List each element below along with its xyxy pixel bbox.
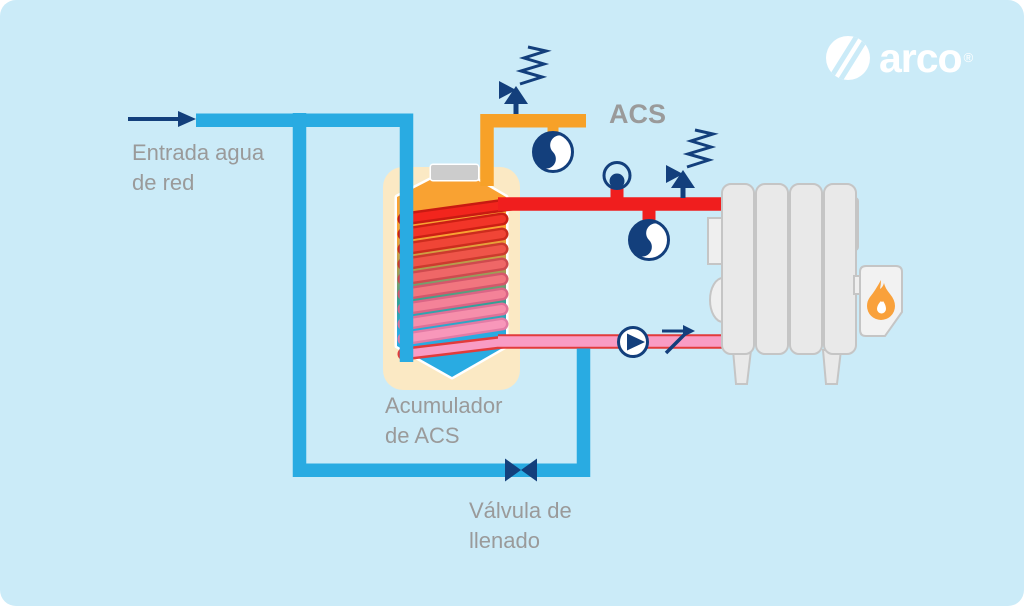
hot-flow-pipe: [498, 186, 726, 224]
boiler: [707, 183, 903, 385]
boiler-leg: [731, 349, 753, 385]
safety-valve-icon: [499, 45, 552, 114]
boiler-side-panel: [707, 217, 723, 265]
water-inlet-label: Entrada agua de red: [132, 138, 264, 198]
boiler-section: [755, 183, 789, 355]
filling-valve-label-line1: Válvula de: [469, 498, 572, 523]
pump-stub: [642, 204, 656, 224]
accumulator-label: Acumulador de ACS: [385, 391, 502, 451]
registered-mark: ®: [963, 50, 974, 65]
flame-icon: [867, 280, 895, 320]
tank-cap: [429, 163, 480, 182]
cold-water-pipes: [196, 113, 591, 477]
water-inlet-label-line2: de red: [132, 170, 195, 195]
filling-loop-pipe: [292, 113, 591, 477]
boiler-section: [823, 183, 857, 355]
boiler-section: [721, 183, 755, 355]
acs-output-label: ACS: [609, 99, 667, 129]
accumulator-label-line1: Acumulador: [385, 393, 503, 418]
safety-valve-icon: [666, 128, 719, 198]
filling-valve-label-line2: llenado: [469, 528, 540, 553]
brand-logo: arco ®: [826, 36, 973, 80]
pump-icon: [532, 131, 574, 173]
filling-valve-label: Válvula de llenado: [469, 496, 572, 556]
pump-icon: [628, 219, 670, 261]
flow-arrow-icon: [128, 111, 196, 127]
water-inlet-label-line1: Entrada agua: [132, 140, 265, 165]
acs-output-pipe: [480, 114, 586, 186]
heat-exchanger-coil: [397, 197, 519, 361]
boiler-leg: [821, 349, 843, 385]
air-vent-icon: [602, 161, 632, 190]
boiler-section: [789, 183, 823, 355]
check-valve-icon: [662, 325, 695, 355]
shutoff-valve-icon: [505, 458, 537, 482]
brand-logo-text: arco: [879, 35, 963, 81]
arco-logo-icon: [826, 36, 870, 80]
accumulator-label-line2: de ACS: [385, 423, 460, 448]
mains-inlet-pipe: [196, 113, 414, 362]
circulator-pump-icon: [617, 326, 649, 358]
